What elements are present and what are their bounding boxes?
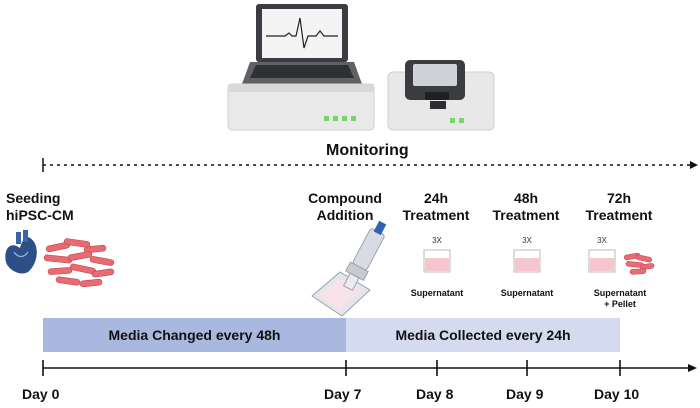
stage-label-compound: Compound Addition — [308, 190, 382, 223]
stage-label-seeding: Seeding hiPSC-CM — [6, 190, 74, 223]
stage-label-48h: 48h Treatment — [492, 190, 560, 223]
day-label-0: Day 0 — [22, 386, 60, 402]
sample-label-48h: Supernatant — [500, 288, 554, 298]
well-dish-icon — [423, 249, 451, 273]
pipette-plate-icon — [311, 220, 387, 317]
media-changed-band: Media Changed every 48h — [43, 318, 346, 352]
monitoring-arrow — [42, 158, 698, 172]
day-label-8: Day 8 — [416, 386, 454, 402]
stage-label-24h: 24h Treatment — [402, 190, 470, 223]
replicate-count-48h: 3X — [522, 236, 532, 245]
heart-icon — [5, 230, 37, 274]
cardiomyocytes-icon — [43, 238, 115, 288]
day-label-10: Day 10 — [594, 386, 640, 402]
plate-reader-icon — [387, 60, 495, 131]
replicate-count-24h: 3X — [432, 236, 442, 245]
pellet-cells-icon — [623, 252, 655, 275]
replicate-count-72h: 3X — [597, 236, 607, 245]
monitoring-label: Monitoring — [326, 142, 409, 159]
sample-label-72h: Supernatant + Pellet — [593, 288, 647, 309]
laptop-ecg-icon — [240, 4, 366, 88]
day-label-7: Day 7 — [324, 386, 362, 402]
device-base-icon — [227, 83, 375, 131]
day-label-9: Day 9 — [506, 386, 544, 402]
media-collected-band: Media Collected every 24h — [346, 318, 620, 352]
well-dish-icon — [588, 249, 616, 273]
timeline-axis — [42, 360, 697, 376]
sample-label-24h: Supernatant — [410, 288, 464, 298]
stage-label-72h: 72h Treatment — [585, 190, 653, 223]
well-dish-icon — [513, 249, 541, 273]
